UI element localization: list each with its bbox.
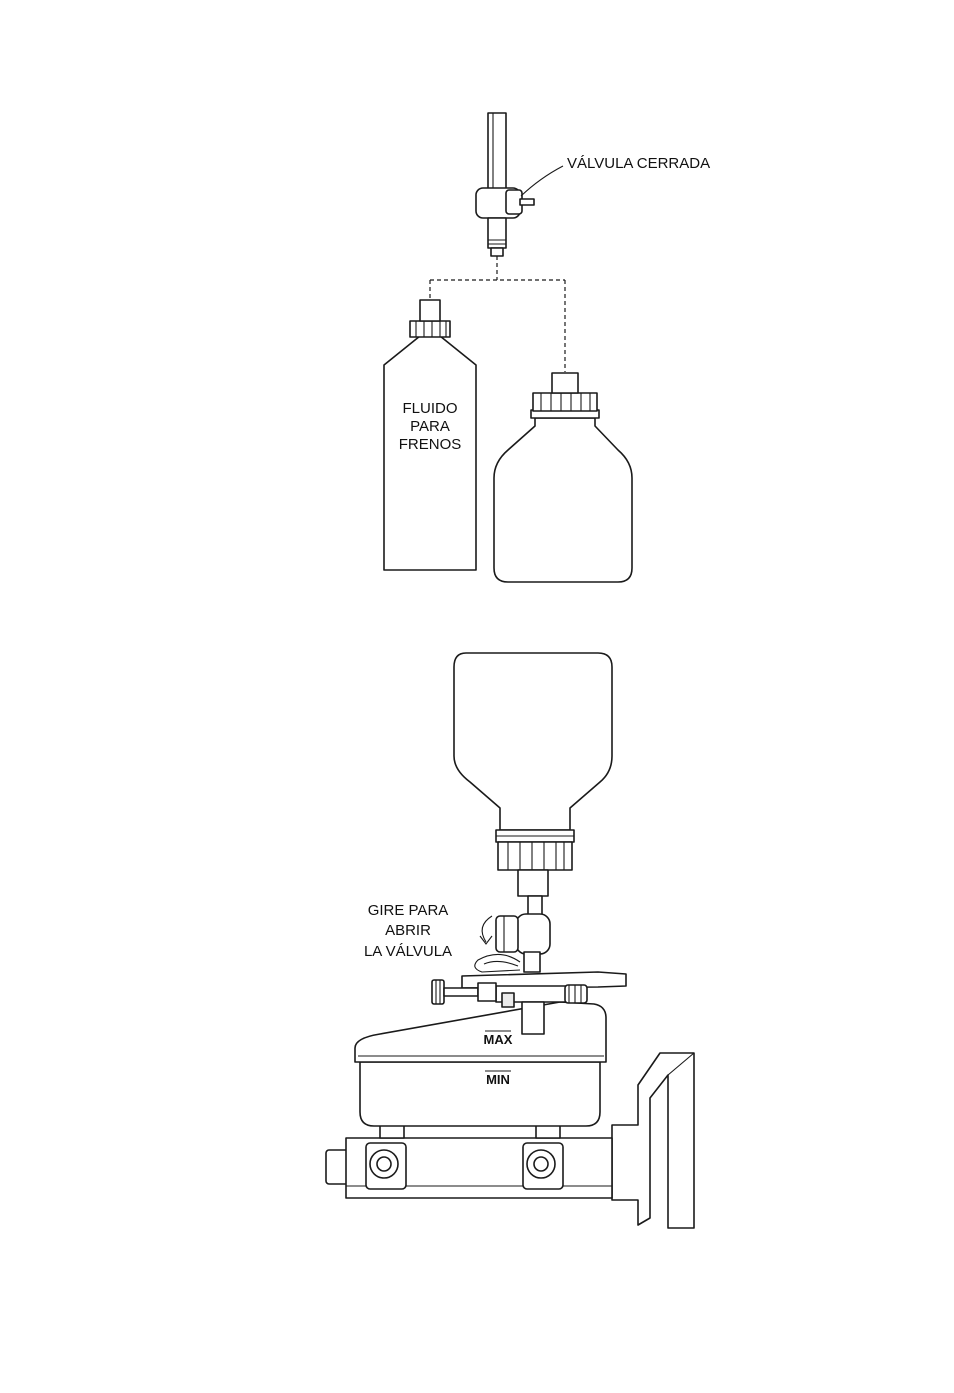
- turn-label-line1: GIRE PARA: [368, 902, 449, 919]
- inverted-fluid-bottle: [454, 653, 612, 896]
- turn-label-line3: LA VÁLVULA: [364, 943, 452, 960]
- brake-fluid-can: [384, 300, 476, 570]
- mounting-bracket: [612, 1053, 694, 1228]
- bleeder-bottle: [494, 373, 632, 582]
- open-valve-assembly: [480, 896, 550, 972]
- bottom-figure: MAX MIN: [326, 653, 694, 1228]
- top-figure: VÁLVULA CERRADA FLUIDO PARA FRENOS: [384, 113, 710, 582]
- can-label-line2: PARA: [410, 418, 450, 435]
- can-label-line3: FRENOS: [399, 436, 462, 453]
- closed-valve-assembly: [476, 113, 563, 256]
- min-label: MIN: [486, 1072, 510, 1087]
- turn-label-line2: ABRIR: [385, 922, 431, 939]
- can-label-line1: FLUIDO: [402, 400, 457, 417]
- reservoir: [355, 1002, 606, 1126]
- max-label: MAX: [484, 1032, 513, 1047]
- valve-closed-label: VÁLVULA CERRADA: [567, 155, 710, 172]
- master-cylinder: [326, 1126, 612, 1198]
